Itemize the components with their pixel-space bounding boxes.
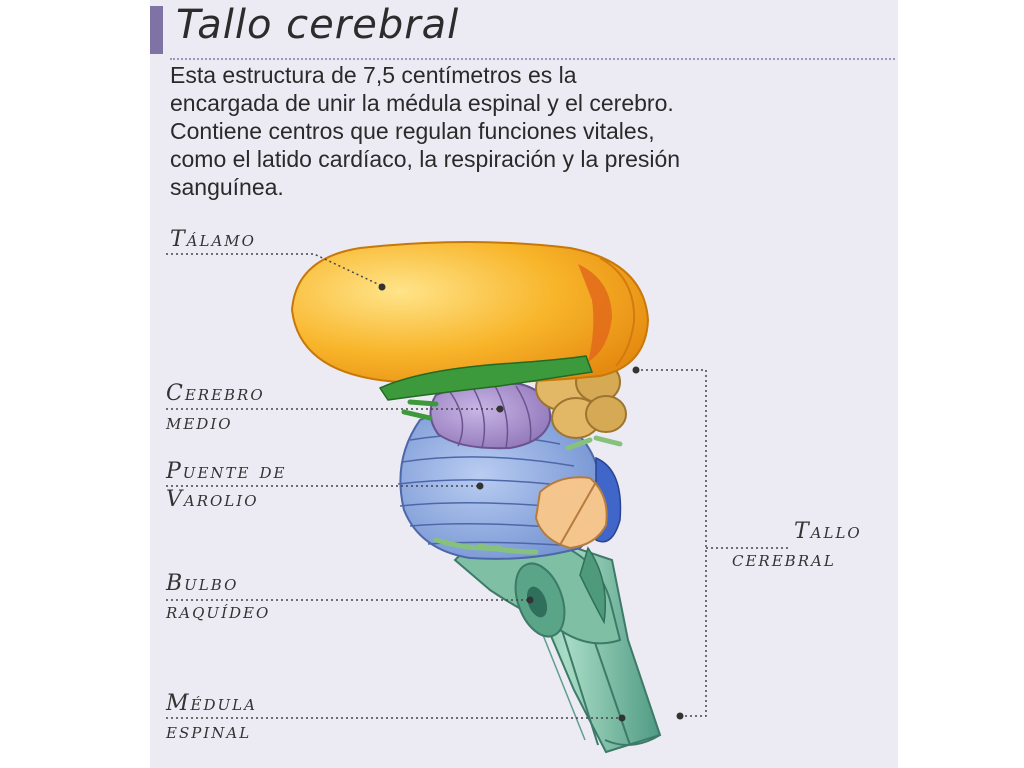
label-bulbo-line1: Bulbo <box>166 571 239 596</box>
optic-tract <box>378 355 623 555</box>
description-line: como el latido cardíaco, la respiración … <box>170 146 681 172</box>
description-line: Esta estructura de 7,5 centímetros es la <box>170 62 577 88</box>
label-medula-line2: espinal <box>166 719 252 744</box>
cerebellar-peduncle <box>534 456 622 550</box>
label-medula-line1: Médula <box>166 691 257 716</box>
label-tallo-line1: Tallo <box>794 519 862 544</box>
description-line: Contiene centros que regulan funciones v… <box>170 118 655 144</box>
description-line: encargada de unir la médula espinal y el… <box>170 90 674 116</box>
content-panel <box>150 0 898 768</box>
medulla-oblongata <box>453 544 622 645</box>
label-bulbo-line2: raquídeo <box>166 599 271 624</box>
description-line: sanguínea. <box>170 174 284 200</box>
thalamus <box>290 241 650 385</box>
title-divider <box>170 58 895 60</box>
label-talamo: Tálamo <box>170 227 256 252</box>
label-cerebro-medio-line1: Cerebro <box>166 381 265 406</box>
leader-dots <box>378 283 684 722</box>
midbrain <box>429 382 552 450</box>
label-puente-line1: Puente de <box>166 459 287 484</box>
title-accent-bar <box>150 6 163 54</box>
description-paragraph: Esta estructura de 7,5 centímetros es la… <box>170 61 890 201</box>
label-tallo-line2: cerebral <box>732 547 836 572</box>
leader-lines <box>166 253 790 719</box>
label-cerebro-medio-line2: medio <box>166 410 233 435</box>
page-title: Tallo cerebral <box>176 2 460 48</box>
label-puente-line2: Varolio <box>166 487 259 512</box>
